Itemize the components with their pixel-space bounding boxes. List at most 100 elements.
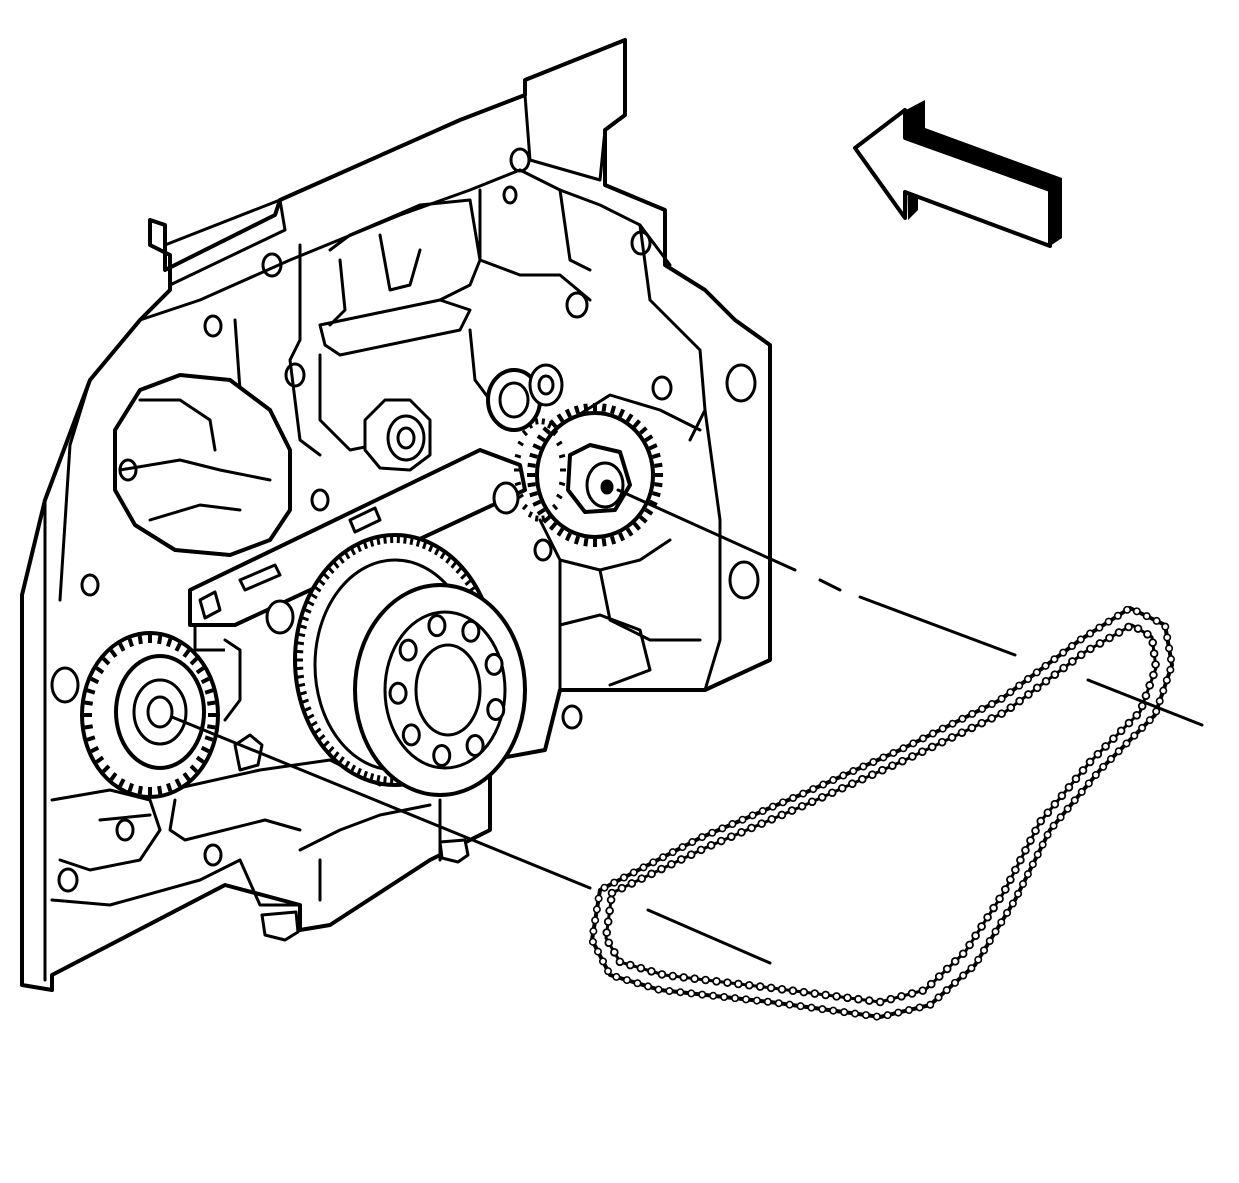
timing-chain — [588, 605, 1175, 1021]
chain-link — [857, 774, 867, 784]
gear-tooth — [127, 782, 134, 792]
gear-tooth — [297, 623, 307, 630]
gear-tooth — [326, 745, 335, 755]
gear-tooth — [157, 635, 163, 645]
gear-tooth — [308, 720, 318, 729]
chain-pin — [1043, 830, 1052, 839]
gear-tooth — [182, 649, 191, 658]
gear-tooth — [573, 535, 581, 545]
chain-link — [1133, 624, 1143, 633]
chain-link — [1143, 629, 1152, 639]
gear-tooth — [556, 527, 565, 537]
crankshaft-sprocket-teeth — [84, 635, 216, 795]
chain-pin — [1049, 821, 1058, 830]
chain-link — [767, 814, 777, 824]
chain-pin — [639, 863, 648, 872]
chain-link — [686, 850, 696, 859]
chain-pin — [1063, 804, 1072, 813]
chain-link — [657, 864, 666, 874]
chain-link — [747, 823, 756, 833]
chain-link — [636, 963, 646, 973]
chain-pin — [1076, 635, 1085, 644]
gear-tooth — [321, 740, 330, 749]
chain-pin — [598, 957, 607, 966]
chain-pin — [728, 820, 737, 829]
gear-tooth — [204, 735, 214, 742]
chain-pin — [708, 828, 717, 837]
chain-link — [886, 994, 896, 1004]
chain-pin — [879, 753, 888, 762]
gear-tooth — [101, 657, 111, 666]
gear-tooth — [95, 666, 105, 675]
gear-tooth — [109, 649, 118, 658]
gear-tooth — [321, 571, 330, 580]
gear-tooth — [86, 735, 96, 742]
chain-link — [1043, 808, 1053, 817]
chain-pin — [591, 916, 600, 925]
gear-tooth — [409, 535, 415, 546]
gear-tooth — [534, 515, 539, 522]
chain-pin — [904, 1006, 913, 1015]
gear-tooth — [200, 745, 210, 754]
gear-tooth — [297, 690, 307, 697]
chain-pin — [919, 734, 928, 743]
chain-link — [1141, 691, 1151, 700]
chain-pin — [1086, 629, 1095, 638]
chain-link — [1050, 799, 1060, 809]
chain-link — [766, 983, 776, 993]
chain-pin — [1014, 889, 1023, 898]
gear-tooth — [137, 785, 143, 795]
chain-pin — [980, 946, 989, 955]
gear-tooth — [316, 577, 326, 586]
chain-link — [706, 841, 716, 850]
chain-link — [917, 747, 927, 757]
gear-tooth — [450, 559, 459, 569]
chain-pin — [633, 979, 642, 988]
gear-tooth — [564, 532, 572, 542]
gear-tooth — [343, 550, 351, 560]
gear-tooth — [295, 632, 306, 638]
gear-tooth — [294, 666, 304, 671]
chain-link — [1109, 734, 1118, 743]
chain-pin — [1166, 655, 1175, 664]
chain-pin — [610, 878, 619, 887]
gear-tooth — [548, 522, 558, 531]
chain-link — [1071, 774, 1081, 784]
chain-pin — [991, 927, 1000, 936]
chain-link — [1116, 726, 1126, 736]
chain-link — [942, 964, 952, 974]
chain-pin — [883, 1011, 892, 1020]
chain-pin — [915, 1003, 924, 1012]
chain-link — [1085, 757, 1095, 767]
chain-pin — [1132, 607, 1141, 616]
gear-tooth — [90, 676, 100, 685]
gear-tooth — [355, 542, 362, 553]
chain-link — [1132, 710, 1142, 720]
chain-pin — [678, 843, 687, 852]
chain-link — [626, 960, 635, 970]
chain-pin — [799, 789, 808, 798]
gear-tooth — [403, 534, 408, 544]
chain-pin — [720, 992, 729, 1001]
gear-tooth — [200, 676, 210, 685]
chain-pin — [1159, 686, 1168, 695]
gear-tooth — [118, 778, 126, 788]
chain-pin — [698, 990, 707, 999]
gear-tooth — [644, 507, 654, 516]
chain-pin — [709, 991, 718, 1000]
chain-pin — [1152, 707, 1161, 716]
chain-link — [602, 928, 612, 937]
gear-tooth — [375, 774, 381, 785]
chain-link — [934, 972, 944, 981]
chain-link — [797, 801, 807, 811]
gear-tooth — [299, 615, 310, 622]
chain-pin — [859, 762, 868, 771]
chain-link — [1024, 690, 1033, 699]
chain-pin — [785, 1000, 794, 1009]
chain-pin — [1018, 880, 1027, 889]
chain-link — [1095, 639, 1105, 648]
chain-pin — [687, 989, 696, 998]
chain-link — [950, 957, 960, 966]
gear-tooth — [455, 565, 464, 575]
gear-tooth — [632, 522, 642, 531]
